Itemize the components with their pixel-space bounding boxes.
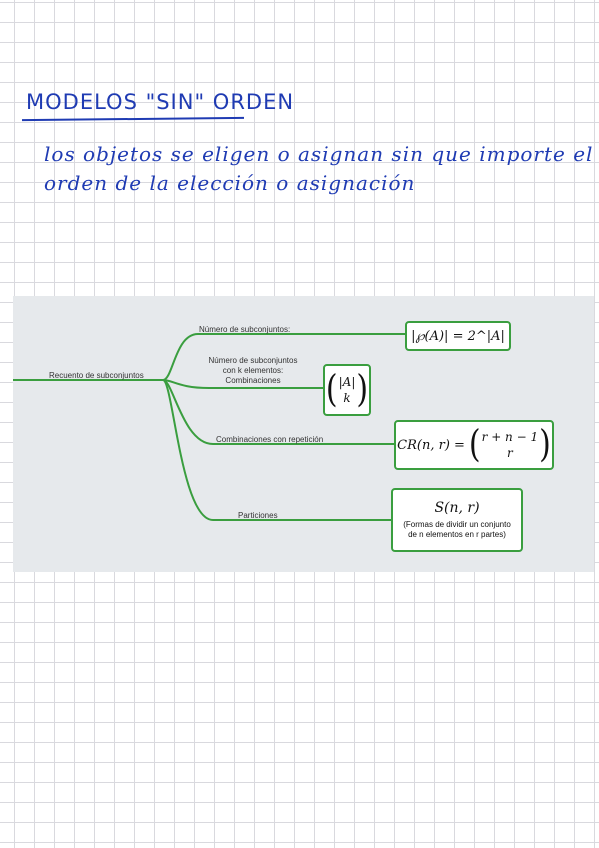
connector-3 xyxy=(162,379,394,445)
mindmap-connectors xyxy=(13,333,405,521)
partitions-note: (Formas de dividir un conjunto de n elem… xyxy=(403,520,511,539)
formula-power-set: |℘(A)| = 2^|A| xyxy=(405,321,511,351)
formula-combinations-repetition: CR(n, r) = ( r + n − 1 r ) xyxy=(394,420,554,470)
note-line-1: los objetos se eligen o asignan sin que … xyxy=(44,142,594,166)
note-title: MODELOS "SIN" ORDEN xyxy=(26,90,295,114)
mindmap: Recuento de subconjuntos Número de subco… xyxy=(13,296,594,572)
formula-binomial: ( |A| k ) xyxy=(323,364,371,416)
connector-4 xyxy=(162,379,391,521)
branch-3-label: Combinaciones con repetición xyxy=(216,435,324,444)
title-underline xyxy=(21,116,245,122)
branch-1-label: Número de subconjuntos: xyxy=(199,325,291,334)
connector-2 xyxy=(162,379,323,389)
branch-2-label: Número de subconjuntos con k elementos: … xyxy=(208,356,298,385)
root-label: Recuento de subconjuntos xyxy=(49,371,144,380)
branch-4-label: Particiones xyxy=(238,511,278,520)
formula-partitions: S(n, r) (Formas de dividir un conjunto d… xyxy=(391,488,523,552)
note-line-2: orden de la elección o asignación xyxy=(44,171,416,195)
connector-1 xyxy=(162,333,405,381)
